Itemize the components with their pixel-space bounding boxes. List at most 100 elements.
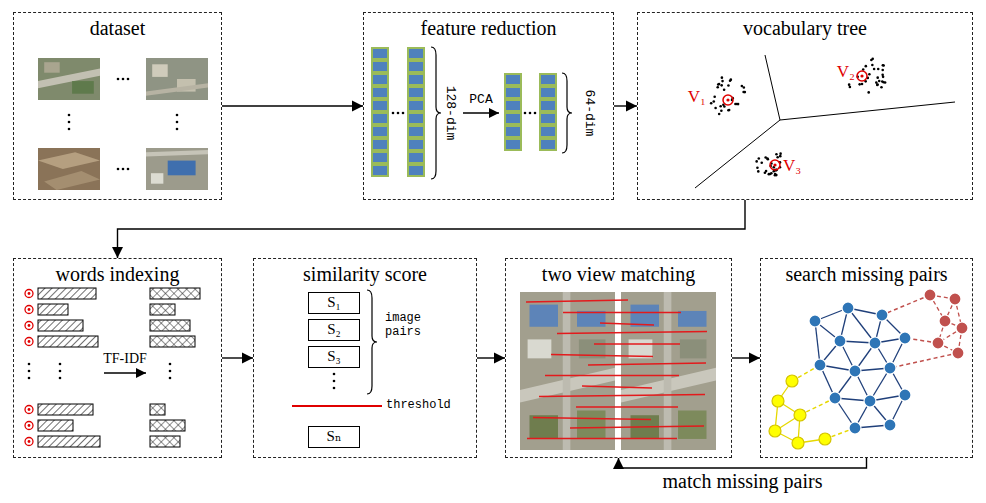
descriptor-point — [719, 105, 722, 108]
graph-vertex — [956, 322, 968, 334]
graph-vertex — [849, 365, 861, 377]
flow-arrow — [614, 105, 637, 106]
descriptor-point — [878, 80, 881, 83]
feature-cell — [408, 61, 424, 72]
method-label: PCA — [469, 93, 492, 108]
ellipsis-dot — [534, 112, 537, 115]
photo-feature — [72, 81, 94, 94]
partition-line — [780, 102, 955, 120]
ellipsis-dot — [122, 78, 125, 81]
descriptor-point — [727, 109, 730, 112]
descriptor-point — [764, 156, 767, 159]
photo-ground — [38, 148, 100, 190]
aerial-photo — [146, 148, 208, 190]
feature-cell — [372, 139, 388, 150]
photo-feature — [146, 83, 208, 96]
score-label: S₁ — [327, 294, 341, 311]
photo-feature — [530, 415, 559, 439]
feature-cell — [372, 165, 388, 176]
descriptor-point — [849, 86, 852, 89]
feature-cell — [372, 87, 388, 98]
cluster-center — [723, 95, 733, 105]
graph-vertex — [876, 309, 888, 321]
ellipsis-dot — [59, 377, 62, 380]
feature-cell — [505, 113, 521, 124]
graph-vertex — [814, 359, 826, 371]
descriptor-point — [767, 158, 770, 161]
ellipsis-dot — [68, 128, 71, 131]
ellipsis-dot — [59, 363, 62, 366]
vocabulary-tree-illustration — [695, 55, 955, 188]
score-box: S₃ — [308, 346, 360, 368]
score-label: Sₙ — [327, 428, 342, 445]
descriptor-point — [744, 91, 747, 94]
match-line — [526, 300, 628, 302]
descriptor-point — [743, 86, 746, 89]
ellipsis-dot — [524, 112, 527, 115]
ellipsis-dot — [127, 168, 130, 171]
feature-vector-illustration — [372, 47, 572, 179]
graph-vertex — [786, 375, 798, 387]
ellipsis-dot — [529, 112, 532, 115]
dataset-illustration — [38, 58, 208, 190]
photo-feature — [44, 62, 60, 72]
graph-vertex — [924, 289, 936, 301]
histogram-bar — [38, 336, 98, 347]
score-box: S₂ — [308, 319, 360, 341]
photo-ground — [520, 292, 615, 450]
partition-line — [765, 55, 780, 120]
photo-feature — [151, 173, 163, 184]
descriptor-point — [717, 83, 720, 86]
descriptor-point — [718, 83, 721, 86]
dimension-label: 128-dim — [443, 86, 458, 141]
similarity-illustration — [292, 290, 382, 406]
histogram-bar — [38, 288, 96, 299]
stage-box: vocabulary tree — [637, 12, 973, 200]
ellipsis-dot — [333, 373, 336, 376]
match-line — [582, 386, 652, 388]
threshold-label: threshold — [386, 399, 451, 413]
match-line — [588, 363, 706, 365]
feature-cell — [505, 100, 521, 111]
descriptor-point — [867, 91, 870, 94]
histogram-bar — [38, 404, 93, 415]
photo-feature — [530, 305, 559, 327]
match-line — [533, 418, 651, 420]
descriptor-point — [721, 80, 724, 83]
matching-illustration — [520, 292, 716, 450]
photo-feature — [44, 171, 100, 190]
feature-cell — [408, 113, 424, 124]
method-label: TF-IDF — [103, 351, 147, 367]
match-line — [600, 323, 654, 325]
feature-cell — [408, 139, 424, 150]
feature-cell — [408, 152, 424, 163]
weighted-bar — [150, 336, 195, 347]
word-marker-dot — [28, 424, 31, 427]
curly-bracket — [431, 47, 441, 179]
feature-cell — [505, 139, 521, 150]
descriptor-point — [768, 173, 771, 176]
match-line — [570, 426, 704, 428]
feature-cell — [505, 87, 521, 98]
descriptor-point — [714, 107, 717, 110]
word-marker — [25, 306, 33, 314]
descriptor-point — [756, 166, 759, 169]
threshold-line — [292, 405, 382, 407]
stage-title: feature reduction — [420, 17, 556, 40]
word-marker-dot — [28, 408, 31, 411]
descriptor-point — [757, 170, 760, 173]
cluster-center-dot — [773, 163, 776, 166]
descriptor-point — [877, 68, 880, 71]
weighted-bar — [150, 304, 175, 315]
descriptor-point — [770, 172, 773, 175]
stage-box: feature reduction — [363, 12, 614, 200]
photo-feature — [38, 152, 100, 169]
flow-arrow — [118, 200, 746, 258]
graph-vertex — [869, 337, 881, 349]
aerial-photo — [38, 58, 100, 100]
graph-vertex — [769, 425, 781, 437]
pca-arrow — [463, 112, 499, 113]
word-marker — [25, 422, 33, 430]
